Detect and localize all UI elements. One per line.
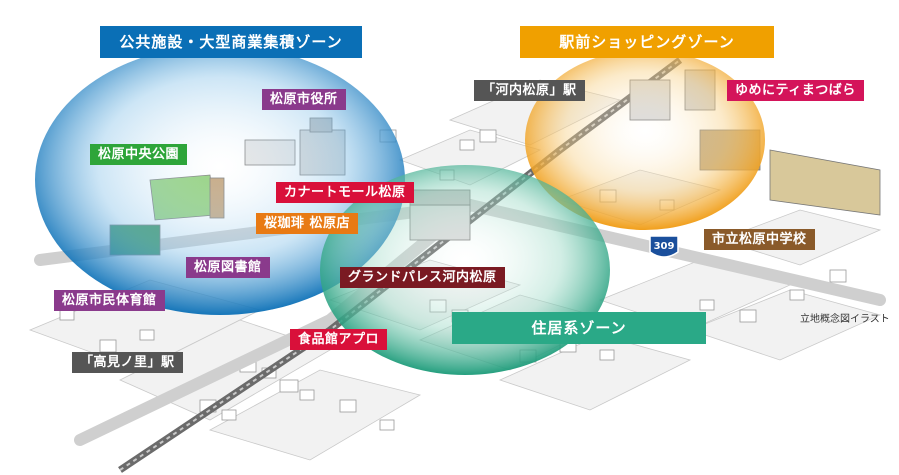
food-apro-label: 食品館アプロ [290, 329, 388, 350]
public-zone-area [35, 45, 405, 315]
cana-mall-label: カナートモール松原 [276, 182, 414, 203]
station-zone-label: 駅前ショッピングゾーン [520, 26, 774, 58]
gym-label: 松原市民体育館 [54, 290, 165, 311]
route-309-shield: 309 [649, 235, 679, 258]
yumeni-city-label: ゆめにティまつばら [727, 80, 864, 101]
takami-station-label: 「高見ノ里」駅 [72, 352, 183, 373]
sakura-coffee-label: 桜珈琲 松原店 [256, 213, 359, 234]
map-caption: 立地概念図イラスト [800, 314, 890, 325]
central-park-label: 松原中央公園 [90, 144, 188, 165]
city-hall-label: 松原市役所 [262, 89, 346, 110]
kawachi-station-label: 「河内松原」駅 [474, 80, 585, 101]
grand-palace-label: グランドパレス河内松原 [340, 267, 505, 288]
junior-high-label: 市立松原中学校 [704, 229, 815, 250]
library-label: 松原図書館 [186, 257, 270, 278]
station-zone-area [525, 50, 765, 230]
public-zone-label: 公共施設・大型商業集積ゾーン [100, 26, 362, 58]
residential-zone-label: 住居系ゾーン [452, 312, 706, 344]
route-number: 309 [654, 241, 675, 252]
